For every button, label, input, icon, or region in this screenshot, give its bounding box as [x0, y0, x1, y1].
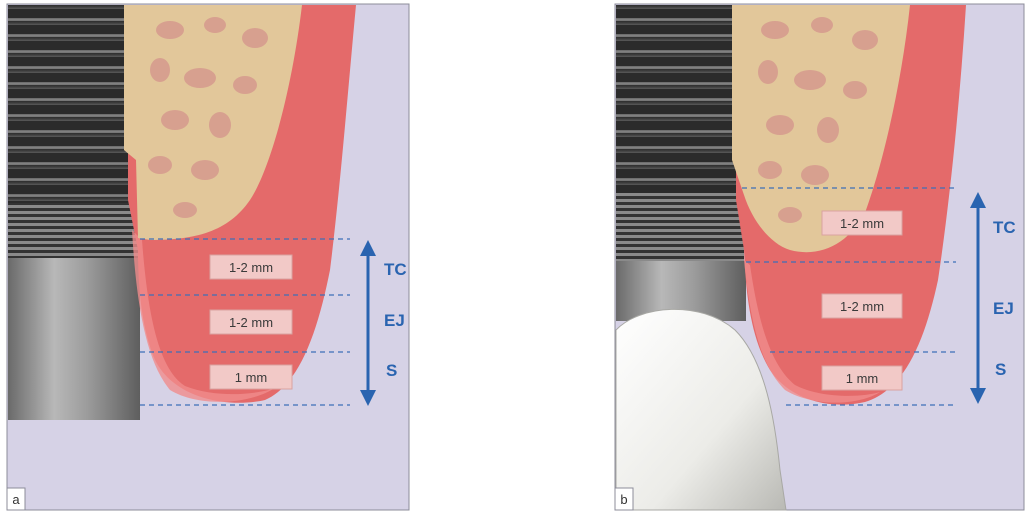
panel-letter: b — [620, 492, 627, 507]
measurement-box: 1 mm — [210, 365, 292, 389]
zone-label-ej: EJ — [993, 299, 1014, 318]
svg-text:1-2 mm: 1-2 mm — [840, 299, 884, 314]
zone-label-tc: TC — [384, 260, 407, 279]
svg-text:1 mm: 1 mm — [846, 371, 879, 386]
svg-text:1-2 mm: 1-2 mm — [840, 216, 884, 231]
measurement-box: 1-2 mm — [822, 211, 902, 235]
measurement-box: 1 mm — [822, 366, 902, 390]
svg-text:1-2 mm: 1-2 mm — [229, 260, 273, 275]
zone-label-ej: EJ — [384, 311, 405, 330]
abutment-icon — [8, 258, 140, 420]
zone-label-s: S — [386, 361, 397, 380]
measurement-box: 1-2 mm — [822, 294, 902, 318]
zone-label-tc: TC — [993, 218, 1016, 237]
zone-label-s: S — [995, 360, 1006, 379]
dental-implant-thread-icon — [616, 5, 744, 261]
svg-text:1-2 mm: 1-2 mm — [229, 315, 273, 330]
panel-letter: a — [12, 492, 20, 507]
measurement-box: 1-2 mm — [210, 310, 292, 334]
measurement-box: 1-2 mm — [210, 255, 292, 279]
panel-a: 1-2 mm 1-2 mm 1 mm TC EJ S a — [7, 4, 409, 510]
svg-text:1 mm: 1 mm — [235, 370, 268, 385]
panel-b: 1-2 mm 1-2 mm 1 mm TC EJ S b — [615, 4, 1024, 510]
dental-implant-thread-icon — [8, 5, 138, 258]
